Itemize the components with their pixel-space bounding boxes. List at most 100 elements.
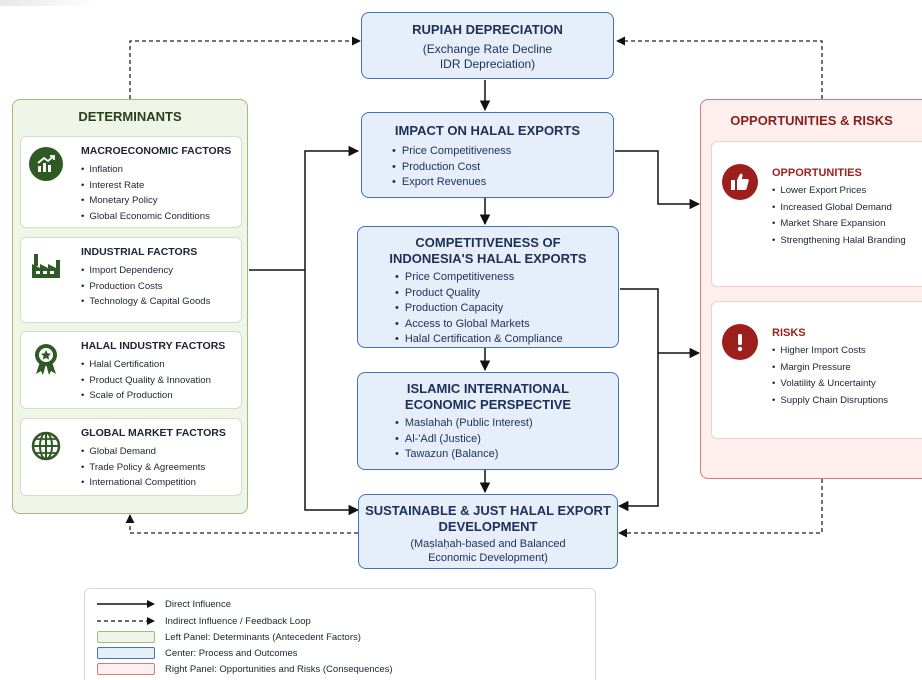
islamic-title-line2: ECONOMIC PERSPECTIVE: [404, 397, 572, 412]
risks-list: Higher Import Costs Margin Pressure Vola…: [772, 343, 888, 409]
arrow-determinants-to-sustainable: [304, 270, 360, 516]
legend-indirect-label: Indirect Influence / Feedback Loop: [165, 615, 311, 627]
list-item: Halal Certification & Compliance: [395, 332, 618, 348]
list-item: Market Share Expansion: [772, 216, 906, 233]
list-item: Maslahah (Public Interest): [395, 416, 618, 432]
legend-center-row: Center: Process and Outcomes: [97, 646, 298, 660]
exclamation-icon: [722, 324, 758, 360]
competitiveness-title-line2: INDONESIA'S HALAL EXPORTS: [389, 251, 587, 266]
list-item: Al-'Adl (Justice): [395, 432, 618, 448]
rupiah-line2: IDR Depreciation): [439, 57, 536, 71]
legend: Direct Influence Indirect Influence / Fe…: [84, 588, 596, 680]
sustainable-title-line1: SUSTAINABLE & JUST HALAL EXPORT: [365, 503, 611, 518]
list-item: Higher Import Costs: [772, 343, 888, 360]
sustainable-title-line2: DEVELOPMENT: [438, 519, 538, 534]
legend-direct-row: Direct Influence: [97, 597, 231, 611]
legend-right-label: Right Panel: Opportunities and Risks (Co…: [165, 663, 393, 675]
list-item: Product Quality: [395, 286, 618, 302]
list-item: Global Demand: [81, 444, 205, 460]
list-item: Inflation: [81, 162, 210, 178]
legend-right-row: Right Panel: Opportunities and Risks (Co…: [97, 662, 393, 676]
list-item: Import Dependency: [81, 263, 210, 279]
right-panel-swatch: [97, 663, 155, 675]
list-item: Increased Global Demand: [772, 200, 906, 217]
list-item: Trade Policy & Agreements: [81, 460, 205, 476]
determinants-title: DETERMINANTS: [78, 109, 182, 124]
left-panel-swatch: [97, 631, 155, 643]
legend-indirect-row: Indirect Influence / Feedback Loop: [97, 614, 311, 628]
legend-left-label: Left Panel: Determinants (Antecedent Fac…: [165, 631, 361, 643]
list-item: Access to Global Markets: [395, 317, 618, 333]
legend-left-row: Left Panel: Determinants (Antecedent Fac…: [97, 630, 361, 644]
growth-chart-icon: [29, 147, 63, 181]
factory-icon: [29, 248, 63, 282]
impact-title: IMPACT ON HALAL EXPORTS: [394, 123, 581, 138]
list-item: Supply Chain Disruptions: [772, 393, 888, 410]
list-item: Production Costs: [81, 279, 210, 295]
global-market-factors-card: GLOBAL MARKET FACTORS Global Demand Trad…: [20, 418, 242, 496]
islamic-title-line1: ISLAMIC INTERNATIONAL: [406, 381, 570, 396]
legend-direct-label: Direct Influence: [165, 598, 232, 610]
rupiah-depreciation-box: RUPIAH DEPRECIATION (Exchange Rate Decli…: [361, 12, 614, 79]
industrial-factors-list: Import Dependency Production Costs Techn…: [81, 263, 210, 310]
risks-card: RISKS Higher Import Costs Margin Pressur…: [711, 301, 922, 439]
sustainable-line2: Economic Development): [428, 552, 548, 564]
feedback-sustainable-to-determinants: [125, 514, 358, 534]
top-edge-fade: [0, 0, 100, 6]
sustainable-development-box: SUSTAINABLE & JUST HALAL EXPORT DEVELOPM…: [358, 494, 618, 569]
list-item: Volatility & Uncertainty: [772, 376, 888, 393]
global-market-factors-list: Global Demand Trade Policy & Agreements …: [81, 444, 205, 491]
rupiah-line1: (Exchange Rate Decline: [422, 42, 553, 56]
sustainable-line1: (Maṣlaḥah-based and Balanced: [410, 538, 566, 550]
list-item: Monetary Policy: [81, 193, 210, 209]
opportunities-list: Lower Export Prices Increased Global Dem…: [772, 183, 906, 250]
arrow-determinants-to-impact: [304, 145, 360, 270]
list-item: Interest Rate: [81, 178, 210, 194]
macroeconomic-factors-title: MACROECONOMIC FACTORS: [81, 145, 232, 157]
arrow-outcomes-to-sustainable: [617, 353, 659, 512]
list-item: Tawazun (Balance): [395, 447, 618, 463]
list-item: Global Economic Conditions: [81, 209, 210, 225]
halal-industry-factors-title: HALAL INDUSTRY FACTORS: [81, 340, 226, 352]
macroeconomic-factors-card: MACROECONOMIC FACTORS Inflation Interest…: [20, 136, 242, 228]
list-item: Production Cost: [392, 160, 613, 176]
arrow-impact-to-opportunities: [615, 150, 701, 210]
list-item: Scale of Production: [81, 388, 211, 404]
industrial-factors-title: INDUSTRIAL FACTORS: [81, 246, 198, 258]
feedback-right-to-sustainable: [618, 479, 823, 538]
feedback-right-to-rupiah: [616, 36, 823, 99]
rupiah-title: RUPIAH DEPRECIATION: [412, 22, 563, 37]
halal-industry-factors-card: HALAL INDUSTRY FACTORS Halal Certificati…: [20, 331, 242, 409]
dashed-arrow-icon: [97, 617, 155, 625]
macroeconomic-factors-list: Inflation Interest Rate Monetary Policy …: [81, 162, 210, 224]
list-item: Strengthening Halal Branding: [772, 233, 905, 250]
determinants-panel: DETERMINANTS MACROECONOMIC FACTORS Infla…: [12, 99, 248, 514]
competitiveness-list: Price Competitiveness Product Quality Pr…: [395, 270, 618, 348]
opportunities-risks-title: OPPORTUNITIES & RISKS: [730, 113, 893, 128]
impact-box: IMPACT ON HALAL EXPORTS Price Competitiv…: [361, 112, 614, 198]
globe-icon: [29, 429, 63, 463]
list-item: Production Capacity: [395, 301, 618, 317]
impact-list: Price Competitiveness Production Cost Ex…: [392, 144, 613, 191]
opportunities-title: OPPORTUNITIES: [772, 167, 862, 179]
halal-industry-factors-list: Halal Certification Product Quality & In…: [81, 357, 211, 404]
opportunities-risks-panel: OPPORTUNITIES & RISKS OPPORTUNITIES Lowe…: [700, 99, 922, 479]
global-market-factors-title: GLOBAL MARKET FACTORS: [81, 427, 226, 439]
center-swatch: [97, 647, 155, 659]
badge-ribbon-icon: [29, 342, 63, 376]
arrow-competitiveness-to-risks: [620, 288, 701, 359]
feedback-determinants-to-rupiah: [129, 36, 361, 99]
list-item: Technology & Capital Goods: [81, 294, 210, 310]
opportunities-card: OPPORTUNITIES Lower Export Prices Increa…: [711, 141, 922, 287]
solid-arrow-icon: [97, 600, 155, 608]
islamic-perspective-box: ISLAMIC INTERNATIONAL ECONOMIC PERSPECTI…: [357, 372, 619, 470]
list-item: Margin Pressure: [772, 360, 888, 377]
competitiveness-box: COMPETITIVENESS OF INDONESIA'S HALAL EXP…: [357, 226, 619, 348]
thumbs-up-icon: [722, 164, 758, 200]
competitiveness-title-line1: COMPETITIVENESS OF: [415, 235, 561, 250]
list-item: Export Revenues: [392, 175, 613, 191]
legend-center-label: Center: Process and Outcomes: [165, 647, 298, 659]
list-item: Halal Certification: [81, 357, 211, 373]
list-item: Price Competitiveness: [395, 270, 618, 286]
